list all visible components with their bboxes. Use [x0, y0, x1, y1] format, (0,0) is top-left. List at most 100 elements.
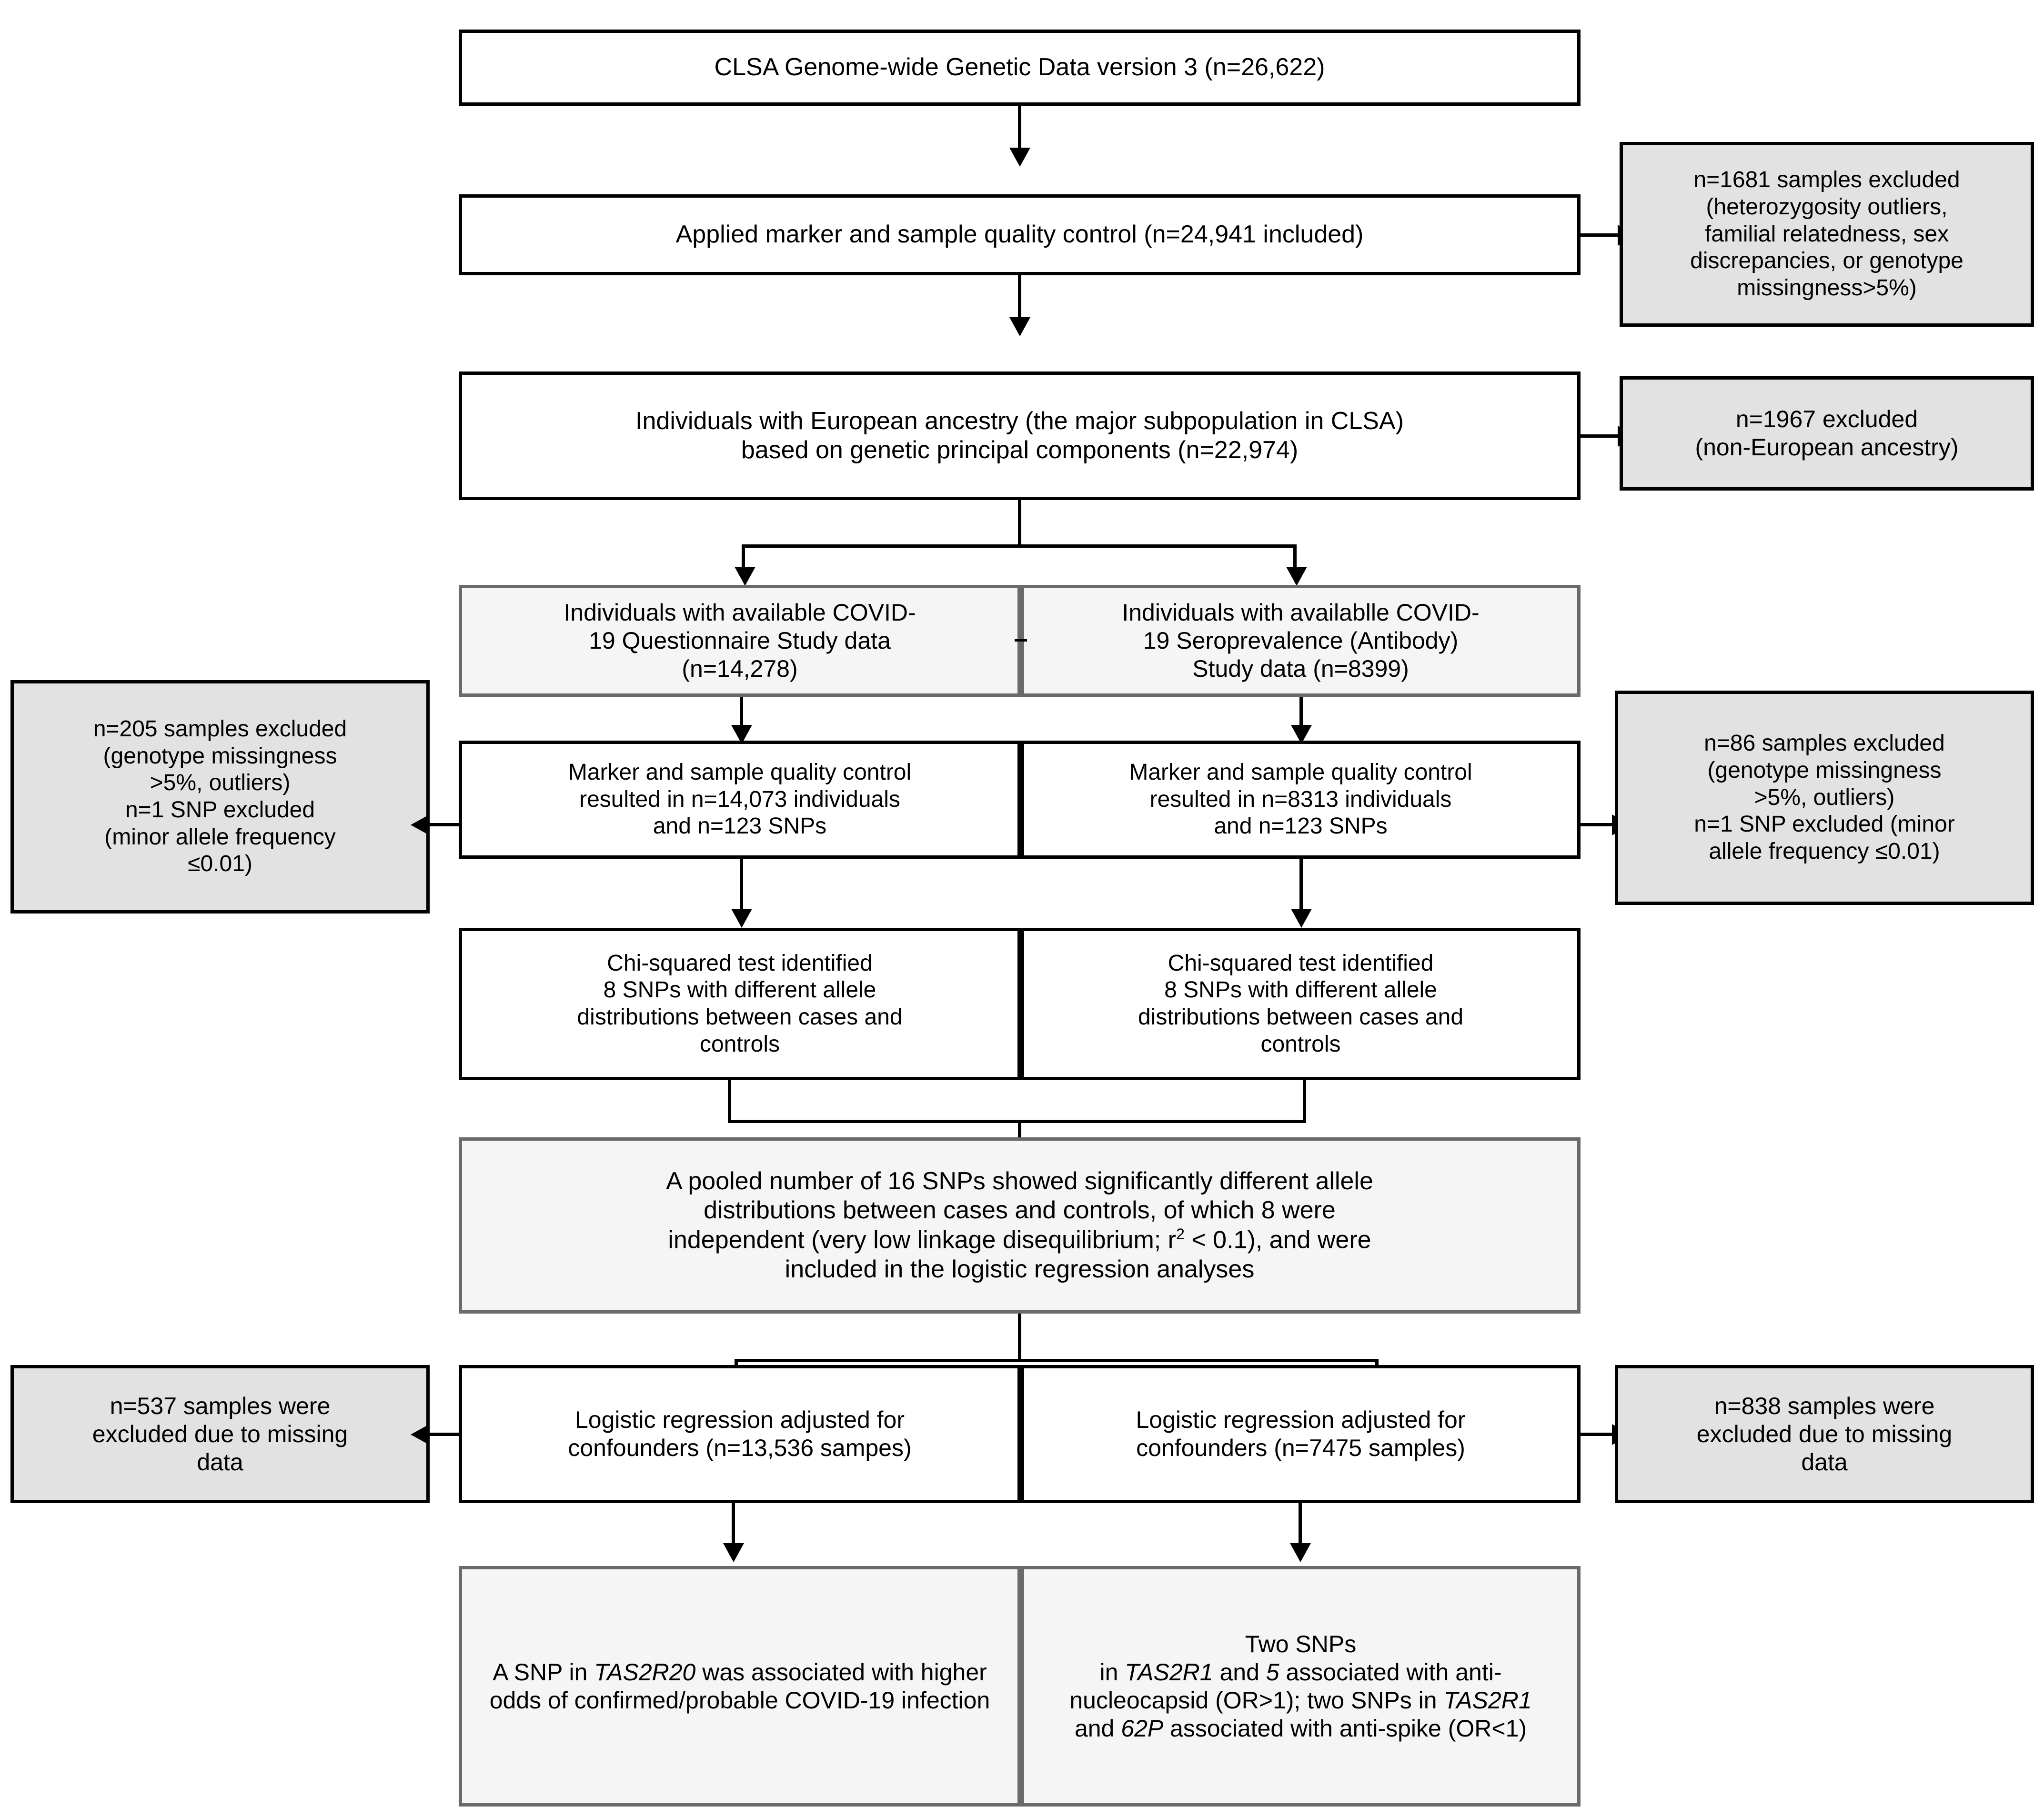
qc-left-line-3: and n=123 SNPs — [653, 813, 827, 839]
connector-qc-left-to-excluded — [430, 823, 463, 826]
chi-right-line-1: Chi-squared test identified — [1168, 950, 1434, 976]
node-source-text: CLSA Genome-wide Genetic Data version 3 … — [714, 53, 1325, 81]
node-chi-right: Chi-squared test identified 8 SNPs with … — [1021, 928, 1581, 1080]
excluded-ancestry-line-1: n=1967 excluded — [1735, 406, 1918, 432]
connector-qc-right-to-excluded — [1581, 823, 1614, 826]
excluded-right-qc-line-4: n=1 SNP excluded (minor — [1694, 812, 1955, 837]
qc-right-line-1: Marker and sample quality control — [1129, 760, 1472, 785]
arrow-left-excluded-missing — [411, 1424, 430, 1445]
excluded-right-qc-line-3: >5%, outliers) — [1754, 784, 1895, 810]
excluded-left-missing-line-3: data — [197, 1448, 243, 1476]
node-pooled-snps: A pooled number of 16 SNPs showed signif… — [459, 1137, 1581, 1314]
arrow-down-european — [1009, 317, 1030, 336]
excluded-left-qc-line-2: (genotype missingness — [103, 743, 337, 769]
result-left-gene-1: TAS2R20 — [594, 1658, 696, 1686]
connector-merge-stem — [1018, 1120, 1021, 1153]
node-quality-control: Applied marker and sample quality contro… — [459, 194, 1581, 275]
arrow-down-questionnaire — [735, 567, 755, 586]
result-left-seg-2: was associated with higher odds of confi… — [489, 1658, 990, 1714]
connector-split-left-drop — [742, 544, 745, 569]
excluded-left-qc-line-1: n=205 samples excluded — [93, 716, 347, 742]
arrow-down-chi-right — [1291, 909, 1312, 928]
questionnaire-line-2: 19 Questionnaire Study data — [589, 627, 891, 654]
pooled-line-2: distributions between cases and controls… — [704, 1196, 1336, 1224]
result-left-seg-1: A SNP in — [493, 1658, 594, 1686]
node-qc-right: Marker and sample quality control result… — [1021, 741, 1581, 859]
qc-right-line-3: and n=123 SNPs — [1214, 813, 1388, 839]
qc-right-line-2: resulted in n=8313 individuals — [1149, 786, 1452, 812]
connector-between-study-boxes — [1015, 639, 1027, 642]
connector-questionnaire-to-qc — [740, 697, 743, 728]
connector-qc-right-to-chi — [1299, 859, 1303, 912]
node-logreg-right: Logistic regression adjusted for confoun… — [1021, 1365, 1581, 1503]
result-right-gene-1: TAS2R1 — [1125, 1658, 1213, 1686]
connector-logreg-left-to-excluded — [430, 1433, 463, 1436]
connector-logreg-right-to-result — [1299, 1503, 1302, 1547]
result-right-seg-5: and — [1074, 1715, 1121, 1742]
arrow-down-result-right — [1290, 1543, 1311, 1562]
chi-left-line-4: controls — [699, 1031, 780, 1057]
excluded-qc-line-2: (heterozygosity outliers, — [1706, 194, 1948, 220]
connector-logreg-left-to-result — [732, 1503, 735, 1547]
connector-seroprevalence-to-qc — [1299, 697, 1303, 728]
node-result-right: Two SNPs in TAS2R1 and 5 associated with … — [1021, 1566, 1581, 1807]
connector-chi-right-merge-drop — [1303, 1080, 1306, 1123]
arrow-left-excluded-qc-left — [411, 814, 430, 835]
excluded-qc-line-1: n=1681 samples excluded — [1693, 167, 1960, 193]
excluded-right-missing-line-3: data — [1801, 1448, 1848, 1476]
node-chi-left: Chi-squared test identified 8 SNPs with … — [459, 928, 1021, 1080]
pooled-line-1: A pooled number of 16 SNPs showed signif… — [666, 1167, 1373, 1195]
excluded-right-missing-line-2: excluded due to missing — [1696, 1420, 1953, 1447]
result-right-seg-3: and — [1213, 1658, 1266, 1686]
chi-right-line-2: 8 SNPs with different allele — [1164, 977, 1437, 1003]
excluded-right-qc-line-2: (genotype missingness — [1707, 758, 1942, 783]
connector-european-split-stem — [1018, 500, 1021, 547]
excluded-left-qc-line-6: ≤0.01) — [188, 851, 252, 877]
chi-left-line-1: Chi-squared test identified — [607, 950, 873, 976]
pooled-line-3a: independent (very low linkage disequilib… — [668, 1226, 1176, 1254]
chi-left-line-3: distributions between cases and — [577, 1004, 903, 1030]
connector-pooled-split-stem — [1018, 1314, 1021, 1361]
chi-right-line-4: controls — [1260, 1031, 1341, 1057]
node-logreg-left: Logistic regression adjusted for confoun… — [459, 1365, 1021, 1503]
excluded-left-qc-line-4: n=1 SNP excluded — [125, 797, 315, 823]
node-excluded-ancestry: n=1967 excluded (non-European ancestry) — [1620, 376, 2034, 491]
node-excluded-left-missing: n=537 samples were excluded due to missi… — [10, 1365, 430, 1503]
excluded-left-qc-line-3: >5%, outliers) — [150, 770, 291, 796]
logreg-left-line-1: Logistic regression adjusted for — [574, 1406, 905, 1433]
node-result-left: A SNP in TAS2R20 was associated with hig… — [459, 1566, 1021, 1807]
arrow-down-seroprevalence — [1286, 567, 1307, 586]
excluded-right-qc-line-5: allele frequency ≤0.01) — [1709, 838, 1940, 864]
result-right-gene-3: TAS2R1 — [1443, 1686, 1532, 1714]
pooled-line-3-superscript: 2 — [1176, 1225, 1185, 1243]
seroprevalence-line-3: Study data (n=8399) — [1192, 655, 1409, 682]
seroprevalence-line-2: 19 Seroprevalence (Antibody) — [1143, 627, 1459, 654]
node-source: CLSA Genome-wide Genetic Data version 3 … — [459, 30, 1581, 106]
excluded-right-missing-line-1: n=838 samples were — [1714, 1392, 1935, 1419]
european-ancestry-line-1: Individuals with European ancestry (the … — [635, 407, 1404, 435]
connector-merge-bar — [728, 1120, 1306, 1123]
arrow-down-chi-left — [731, 909, 752, 928]
seroprevalence-line-1: Individuals with availablle COVID- — [1122, 599, 1480, 626]
excluded-qc-line-5: missingness>5%) — [1737, 275, 1917, 301]
chi-left-line-2: 8 SNPs with different allele — [603, 977, 876, 1003]
result-right-gene-2: 5 — [1266, 1658, 1279, 1686]
node-excluded-left-qc: n=205 samples excluded (genotype missing… — [10, 680, 430, 914]
european-ancestry-line-2: based on genetic principal components (n… — [741, 436, 1299, 464]
connector-qc-to-excluded — [1581, 233, 1620, 237]
arrow-down-result-left — [723, 1543, 744, 1562]
node-questionnaire-study: Individuals with available COVID- 19 Que… — [459, 585, 1021, 697]
result-right-seg-1: Two SNPs — [1245, 1630, 1357, 1657]
connector-european-to-excluded — [1581, 434, 1620, 438]
excluded-left-missing-line-2: excluded due to missing — [92, 1420, 348, 1447]
questionnaire-line-3: (n=14,278) — [682, 655, 798, 682]
result-right-seg-6: associated with anti-spike (OR<1) — [1163, 1715, 1527, 1742]
excluded-qc-line-3: familial relatedness, sex — [1704, 221, 1949, 247]
node-excluded-qc: n=1681 samples excluded (heterozygosity … — [1620, 142, 2034, 327]
qc-left-line-1: Marker and sample quality control — [568, 760, 912, 785]
result-right-seg-2: in — [1099, 1658, 1125, 1686]
pooled-line-3b: < 0.1), and were — [1184, 1226, 1371, 1254]
excluded-ancestry-line-2: (non-European ancestry) — [1695, 434, 1959, 461]
chi-right-line-3: distributions between cases and — [1138, 1004, 1464, 1030]
